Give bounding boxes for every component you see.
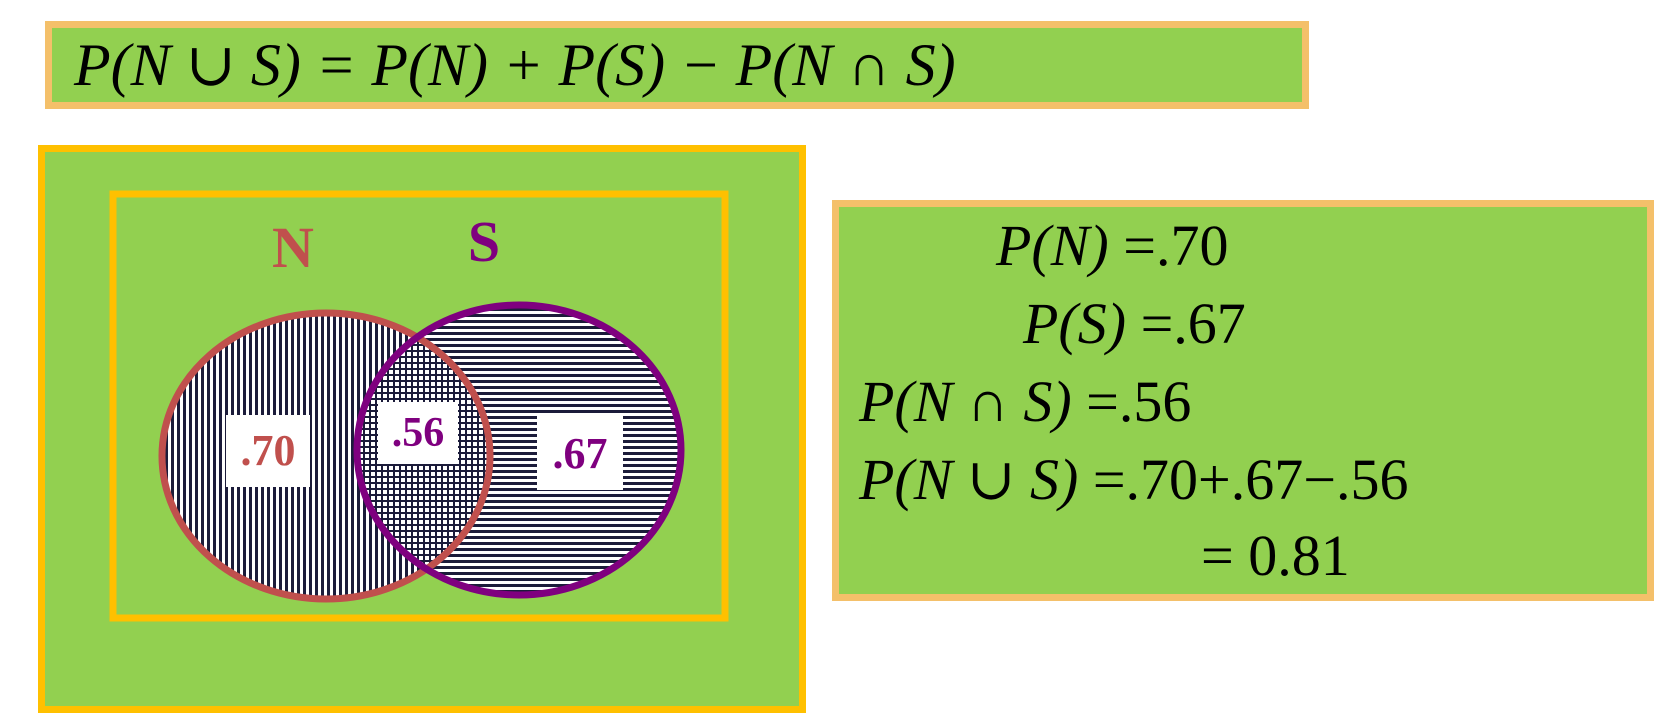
intersection-value-bg <box>378 402 458 464</box>
intersection-region <box>357 313 490 595</box>
venn-diagram-frame: N S .70 .56 .67 <box>38 145 806 713</box>
union-formula-box: P(N ∪ S) = P(N) + P(S) − P(N ∩ S) <box>45 21 1309 109</box>
only-s-value-bg <box>537 416 623 490</box>
calc-line-result: = 0.81 <box>1201 527 1350 585</box>
calc-line-lhs: P(N) <box>996 213 1109 278</box>
calc-line-rhs: = 0.81 <box>1201 523 1350 588</box>
calc-line-lhs: P(N ∪ S) <box>859 447 1079 512</box>
union-formula: P(N ∪ S) = P(N) + P(S) − P(N ∩ S) <box>74 32 956 98</box>
set-s-label: S <box>468 209 500 274</box>
set-n-circle <box>158 309 494 603</box>
sample-space-border <box>109 190 729 622</box>
calc-line-rhs: =.70+.67−.56 <box>1078 447 1409 512</box>
calc-line-rhs: =.70 <box>1108 213 1229 278</box>
venn-diagram: N S .70 .56 .67 <box>109 190 729 622</box>
calc-line-rhs: =.67 <box>1126 291 1246 356</box>
set-n-label: N <box>272 215 314 280</box>
calc-line-p-union: P(N ∪ S) =.70+.67−.56 <box>859 451 1408 509</box>
calc-line-rhs: =.56 <box>1071 369 1192 434</box>
calc-line-p-s: P(S) =.67 <box>1023 295 1246 353</box>
calc-line-p-n: P(N) =.70 <box>996 217 1228 275</box>
calc-line-lhs: P(S) <box>1023 291 1127 356</box>
intersection-value: .56 <box>392 410 445 456</box>
calc-line-lhs: P(N ∩ S) <box>859 369 1072 434</box>
calc-line-p-intersection: P(N ∩ S) =.56 <box>859 373 1191 431</box>
only-s-value: .67 <box>553 429 608 478</box>
only-n-value-bg <box>226 415 310 487</box>
only-n-value: .70 <box>241 426 296 475</box>
calculation-box: P(N) =.70 P(S) =.67 P(N ∩ S) =.56 P(N ∪ … <box>832 200 1654 601</box>
set-s-circle <box>353 301 685 599</box>
